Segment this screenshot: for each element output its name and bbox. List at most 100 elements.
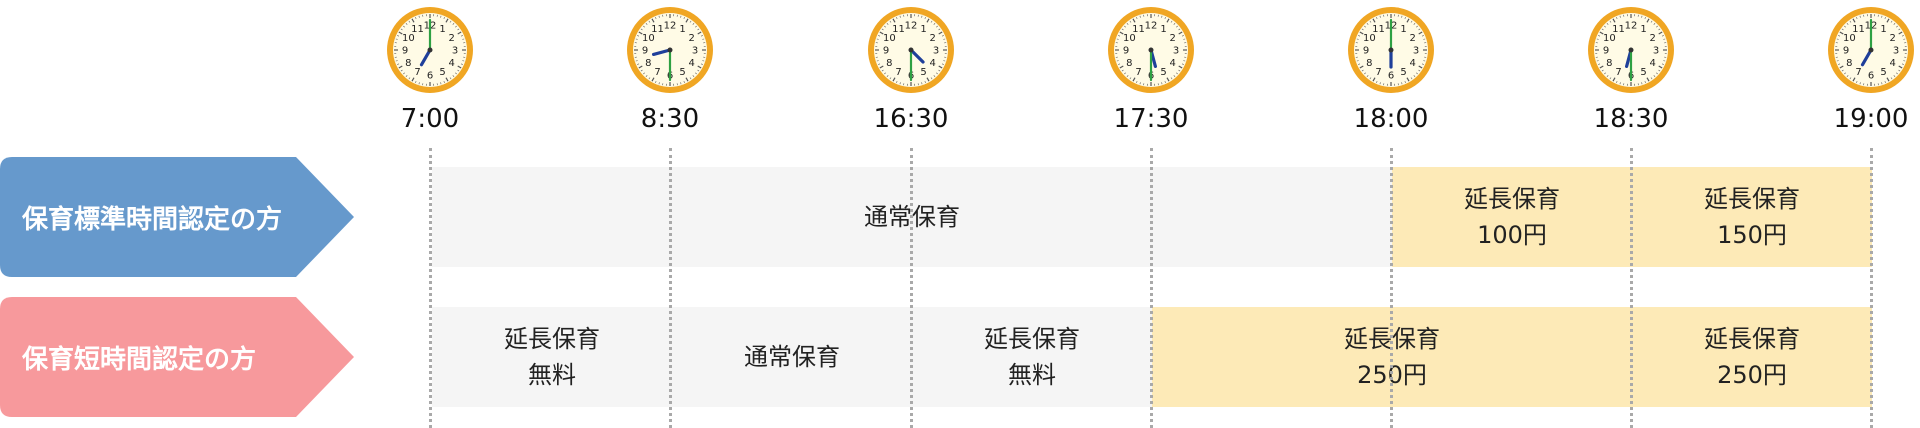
svg-text:10: 10 — [1123, 33, 1136, 44]
svg-text:9: 9 — [1843, 46, 1849, 57]
svg-text:5: 5 — [920, 67, 926, 78]
svg-text:10: 10 — [642, 33, 655, 44]
cell-line1: 通常保育 — [744, 343, 840, 371]
svg-text:1: 1 — [1880, 24, 1886, 35]
svg-text:7: 7 — [1135, 67, 1141, 78]
svg-text:8: 8 — [1606, 58, 1612, 69]
svg-text:5: 5 — [439, 67, 445, 78]
svg-text:12: 12 — [1625, 21, 1638, 32]
svg-text:2: 2 — [929, 33, 935, 44]
svg-text:1: 1 — [1640, 24, 1646, 35]
svg-text:11: 11 — [411, 24, 424, 35]
short-cell-normal-care: 通常保育 — [672, 307, 912, 407]
standard-cell-extended-1800: 延長保育 100円 — [1392, 167, 1632, 267]
row-label-standard: 保育標準時間認定の方 — [0, 157, 356, 277]
svg-text:10: 10 — [1603, 33, 1616, 44]
svg-text:12: 12 — [905, 21, 918, 32]
svg-text:7: 7 — [414, 67, 420, 78]
time-label-1900: 19:00 — [1833, 104, 1909, 134]
cell-line1: 延長保育 — [504, 325, 600, 353]
time-label-1730: 17:30 — [1113, 104, 1189, 134]
standard-cell-extended-1830: 延長保育 150円 — [1632, 167, 1872, 267]
cell-line1: 延長保育 — [1464, 185, 1560, 213]
svg-text:9: 9 — [1123, 46, 1129, 57]
svg-text:11: 11 — [651, 24, 664, 35]
svg-text:8: 8 — [645, 58, 651, 69]
svg-text:11: 11 — [1612, 24, 1625, 35]
svg-text:4: 4 — [1169, 58, 1175, 69]
svg-text:3: 3 — [452, 46, 458, 57]
svg-text:11: 11 — [1372, 24, 1385, 35]
row-label-text: 保育短時間認定の方 — [22, 344, 257, 375]
time-marker-line-0700 — [429, 148, 432, 428]
cell-line1: 延長保育 — [1704, 185, 1800, 213]
svg-text:10: 10 — [883, 33, 896, 44]
svg-text:8: 8 — [886, 58, 892, 69]
svg-text:4: 4 — [688, 58, 694, 69]
svg-text:10: 10 — [1843, 33, 1856, 44]
time-label-0700: 7:00 — [400, 104, 460, 134]
short-cell-extended-1830: 延長保育 250円 — [1632, 307, 1872, 407]
svg-text:1: 1 — [439, 24, 445, 35]
svg-text:1: 1 — [1400, 24, 1406, 35]
row-label-text: 保育標準時間認定の方 — [22, 204, 283, 235]
svg-text:9: 9 — [642, 46, 648, 57]
time-marker-line-1630 — [910, 148, 913, 428]
svg-text:3: 3 — [1893, 46, 1899, 57]
svg-text:5: 5 — [1400, 67, 1406, 78]
svg-text:5: 5 — [1640, 67, 1646, 78]
svg-text:6: 6 — [1388, 71, 1394, 82]
time-label-1630: 16:30 — [873, 104, 949, 134]
svg-text:10: 10 — [1363, 33, 1376, 44]
svg-text:7: 7 — [1615, 67, 1621, 78]
time-label-0830: 8:30 — [640, 104, 700, 134]
svg-text:2: 2 — [1409, 33, 1415, 44]
svg-text:2: 2 — [1169, 33, 1175, 44]
svg-text:5: 5 — [679, 67, 685, 78]
svg-text:7: 7 — [1375, 67, 1381, 78]
svg-text:3: 3 — [1413, 46, 1419, 57]
svg-text:11: 11 — [892, 24, 905, 35]
svg-text:10: 10 — [402, 33, 415, 44]
svg-text:3: 3 — [1173, 46, 1179, 57]
row-label-short: 保育短時間認定の方 — [0, 297, 356, 417]
svg-text:8: 8 — [405, 58, 411, 69]
svg-text:6: 6 — [1868, 71, 1874, 82]
svg-text:9: 9 — [1603, 46, 1609, 57]
cell-line2: 無料 — [1008, 361, 1056, 389]
svg-text:1: 1 — [920, 24, 926, 35]
svg-text:4: 4 — [1649, 58, 1655, 69]
svg-text:7: 7 — [895, 67, 901, 78]
cell-line2: 150円 — [1717, 221, 1787, 249]
svg-text:11: 11 — [1852, 24, 1865, 35]
time-marker-line-1830 — [1630, 148, 1633, 428]
svg-text:4: 4 — [1409, 58, 1415, 69]
cell-line1: 延長保育 — [1704, 325, 1800, 353]
time-label-1800: 18:00 — [1353, 104, 1429, 134]
svg-text:2: 2 — [448, 33, 454, 44]
svg-text:4: 4 — [448, 58, 454, 69]
svg-text:12: 12 — [1145, 21, 1158, 32]
svg-text:9: 9 — [883, 46, 889, 57]
svg-text:7: 7 — [1855, 67, 1861, 78]
svg-text:3: 3 — [692, 46, 698, 57]
svg-text:9: 9 — [402, 46, 408, 57]
row-label-arrow-shape — [0, 157, 354, 277]
svg-text:4: 4 — [1889, 58, 1895, 69]
time-marker-line-0830 — [669, 148, 672, 428]
svg-text:11: 11 — [1132, 24, 1145, 35]
svg-text:4: 4 — [929, 58, 935, 69]
svg-text:1: 1 — [679, 24, 685, 35]
time-marker-line-1800 — [1390, 148, 1393, 428]
svg-text:7: 7 — [654, 67, 660, 78]
svg-text:2: 2 — [1649, 33, 1655, 44]
svg-text:2: 2 — [1889, 33, 1895, 44]
svg-text:3: 3 — [1653, 46, 1659, 57]
